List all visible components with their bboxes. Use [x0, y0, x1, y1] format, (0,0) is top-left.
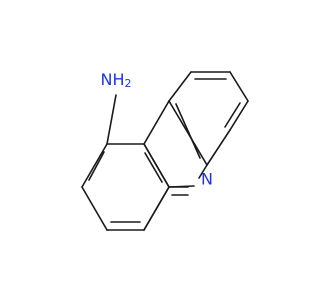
bond-double-c4-c5 — [224, 102, 241, 128]
molecule-diagram: NH2 N — [81, 70, 249, 231]
bond-c1-c2 — [168, 71, 192, 102]
amine-h-subscript: 2 — [125, 77, 132, 90]
bond-methyl — [143, 186, 170, 231]
bond-c6-n — [198, 164, 208, 179]
bond-c1-c7 — [143, 100, 170, 145]
bond-c4-c5 — [229, 100, 249, 131]
amine-n: N — [101, 70, 113, 89]
bond-c10-amine — [106, 94, 117, 145]
bond-c5-c6 — [206, 129, 231, 166]
bond-double-c10-c11 — [88, 151, 105, 181]
bond-c6-c1 — [168, 100, 208, 166]
bond-double-c6-c1 — [175, 103, 201, 159]
bond-c10-c11 — [81, 143, 108, 188]
bond-double-c7-c8 — [144, 152, 163, 183]
bond-c3-c4 — [229, 71, 249, 102]
bond-n-c9 — [168, 185, 195, 188]
amine-label: NH2 — [101, 70, 132, 91]
bond-c11-c12 — [81, 186, 108, 231]
atom-labels: NH2 N — [101, 70, 213, 189]
bonds — [81, 71, 249, 231]
amine-h: H — [112, 70, 124, 89]
bond-c8-c7-inner — [143, 143, 170, 188]
ring-n-label: N — [201, 170, 213, 189]
